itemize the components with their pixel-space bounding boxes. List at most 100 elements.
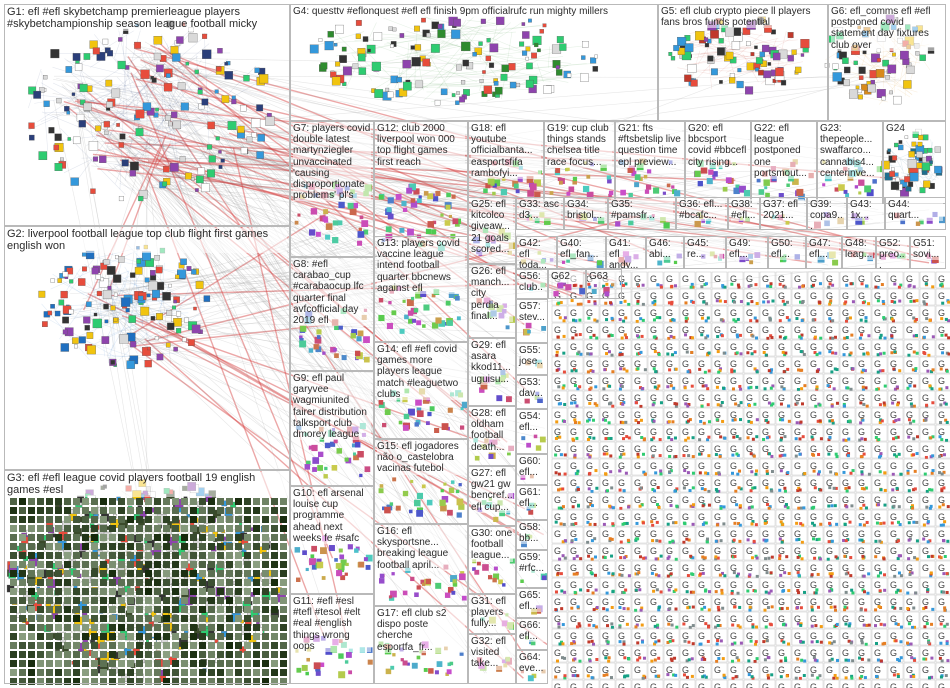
graph-node bbox=[785, 300, 789, 304]
graph-node bbox=[639, 608, 643, 612]
graph-node bbox=[794, 437, 798, 441]
graph-node bbox=[96, 290, 102, 297]
group-label: G58: bb... bbox=[519, 522, 545, 545]
graph-node bbox=[787, 642, 791, 646]
graph-node bbox=[607, 421, 611, 425]
graph-node bbox=[102, 289, 112, 299]
graph-node bbox=[720, 588, 724, 592]
graph-node bbox=[827, 540, 831, 544]
graph-node bbox=[768, 316, 772, 320]
graph-node bbox=[899, 625, 903, 629]
graph-node bbox=[813, 335, 817, 339]
graph-node bbox=[762, 350, 766, 354]
graph-node bbox=[844, 487, 848, 491]
graph-node bbox=[861, 385, 865, 389]
edge bbox=[109, 135, 167, 289]
graph-node bbox=[625, 435, 629, 439]
graph-node bbox=[595, 657, 599, 661]
graph-node bbox=[60, 343, 70, 352]
graph-node bbox=[493, 81, 499, 86]
graph-node bbox=[555, 353, 559, 357]
graph-node bbox=[570, 539, 574, 543]
graph-node bbox=[922, 335, 926, 339]
graph-node bbox=[780, 540, 784, 544]
graph-node bbox=[666, 556, 670, 560]
graph-node bbox=[563, 472, 567, 476]
graph-node bbox=[586, 438, 590, 442]
graph-node bbox=[864, 608, 868, 612]
edge bbox=[109, 138, 888, 254]
graph-node bbox=[557, 472, 561, 476]
graph-node bbox=[731, 387, 735, 391]
graph-node bbox=[879, 522, 883, 526]
graph-node bbox=[738, 418, 742, 422]
graph-node bbox=[58, 299, 65, 306]
graph-node bbox=[456, 64, 462, 71]
edge bbox=[82, 145, 162, 311]
graph-node bbox=[155, 266, 163, 274]
graph-node bbox=[879, 622, 883, 626]
graph-node bbox=[658, 438, 662, 442]
group-box-g30: G30: one football league... bbox=[468, 526, 516, 594]
graph-node bbox=[670, 284, 674, 288]
group-box-g3: G3: efl #efl league covid players footba… bbox=[4, 470, 290, 684]
graph-node bbox=[819, 522, 823, 526]
graph-node bbox=[656, 283, 660, 287]
edge bbox=[213, 143, 525, 358]
graph-node bbox=[898, 369, 902, 373]
graph-node bbox=[575, 625, 579, 629]
graph-node bbox=[778, 319, 782, 323]
group-label: G6: efl_comms efl #efl postponed covid s… bbox=[831, 6, 943, 51]
graph-node bbox=[605, 608, 609, 612]
graph-node bbox=[739, 352, 743, 356]
graph-node bbox=[700, 333, 704, 337]
graph-node bbox=[172, 53, 181, 62]
group-label: G40: efl_fan... bbox=[560, 238, 603, 261]
graph-node bbox=[944, 317, 948, 321]
graph-node bbox=[588, 471, 592, 475]
graph-node bbox=[608, 402, 612, 406]
graph-node bbox=[179, 156, 186, 162]
graph-node bbox=[41, 321, 48, 328]
graph-node bbox=[144, 277, 150, 283]
graph-node bbox=[608, 384, 612, 388]
graph-node bbox=[135, 109, 145, 119]
graph-node bbox=[940, 317, 944, 321]
edge bbox=[137, 173, 519, 325]
graph-node bbox=[357, 53, 366, 62]
graph-node bbox=[800, 301, 804, 305]
graph-node bbox=[829, 605, 833, 609]
graph-node bbox=[421, 17, 426, 23]
graph-node bbox=[783, 336, 787, 340]
group-box-g24: G24 bbox=[883, 121, 946, 204]
graph-node bbox=[892, 673, 896, 677]
graph-node bbox=[641, 452, 645, 456]
graph-node bbox=[688, 625, 692, 629]
graph-node bbox=[847, 486, 851, 490]
group-label: G15: efl jogadores não o_castelobra vaci… bbox=[377, 441, 465, 475]
graph-node bbox=[882, 351, 886, 355]
graph-node bbox=[738, 523, 742, 527]
graph-node bbox=[877, 503, 881, 507]
graph-node bbox=[907, 557, 911, 561]
graph-node bbox=[755, 657, 759, 661]
graph-node bbox=[686, 436, 690, 440]
graph-node bbox=[883, 384, 887, 388]
graph-node bbox=[915, 520, 919, 524]
graph-node bbox=[558, 642, 562, 646]
graph-node bbox=[201, 183, 210, 193]
group-label: G8: #efl carabao_cup #carabaocup lfc qua… bbox=[293, 259, 371, 327]
graph-node bbox=[572, 572, 576, 576]
graph-node bbox=[575, 554, 579, 558]
graph-node bbox=[882, 521, 886, 525]
graph-node bbox=[71, 92, 76, 96]
graph-node bbox=[674, 588, 678, 592]
graph-node bbox=[896, 539, 900, 543]
graph-node bbox=[149, 270, 156, 276]
graph-node bbox=[844, 658, 848, 662]
graph-node bbox=[658, 454, 662, 458]
graph-node bbox=[562, 522, 566, 526]
graph-node bbox=[84, 325, 90, 331]
graph-node bbox=[479, 79, 484, 83]
graph-node bbox=[925, 403, 929, 407]
